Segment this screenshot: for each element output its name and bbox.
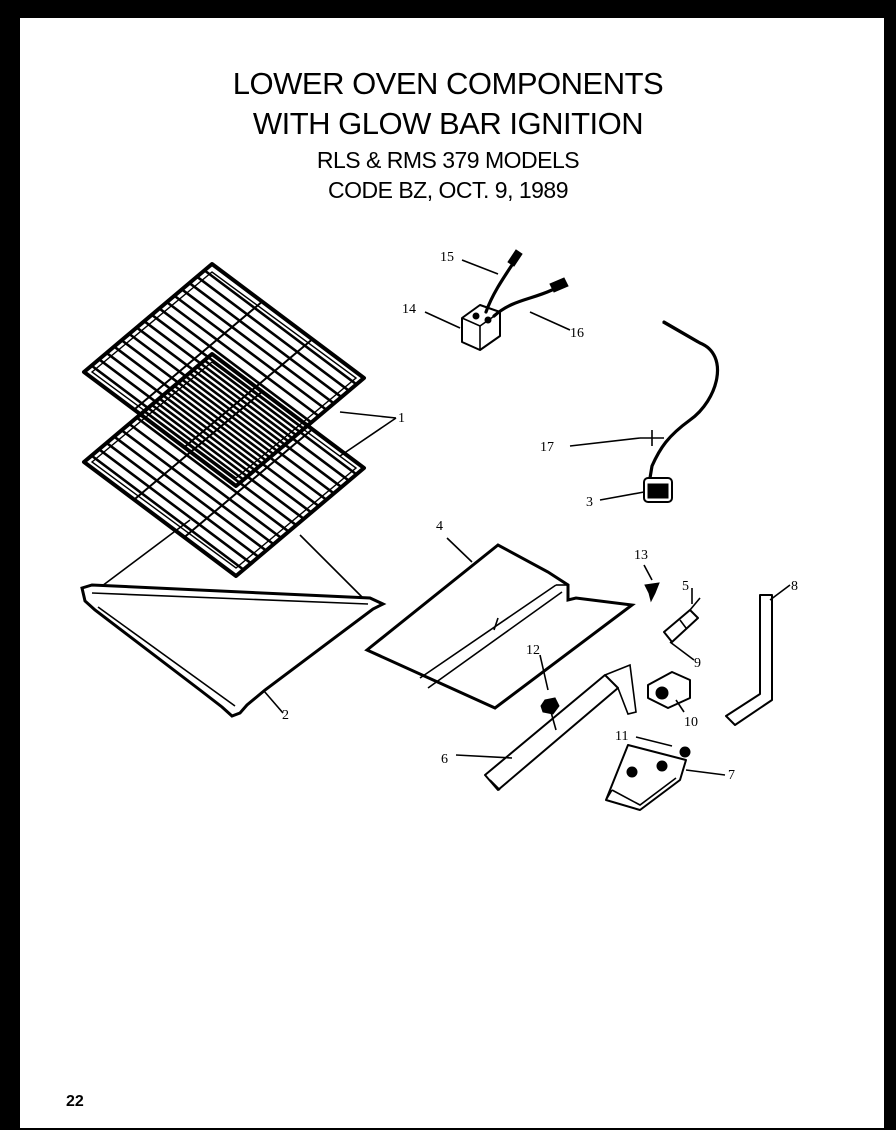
callout-3: 3 [586,495,593,510]
callout-11: 11 [615,729,628,744]
callout-6: 6 [441,752,448,767]
oven-rack-upper [82,262,366,488]
callout-2: 2 [282,708,289,723]
igniter-bracket [647,671,691,709]
callout-14: 14 [402,302,416,317]
page-number: 22 [66,1093,84,1110]
callout-10: 10 [684,715,698,730]
leader-lines [263,259,791,776]
diagram-title-line-2: WITH GLOW BAR IGNITION [252,106,644,141]
callout-8: 8 [791,579,798,594]
diagram-subtitle-models: RLS & RMS 379 MODELS [316,147,580,173]
callout-4: 4 [436,519,443,534]
callout-16: 16 [570,326,584,341]
oven-racks [82,262,366,578]
safety-valve [644,582,701,643]
callout-9: 9 [694,656,701,671]
terminal-block [461,249,569,351]
oven-burner [484,663,637,791]
diagram-title-line-1: LOWER OVEN COMPONENTS [232,66,664,101]
vent-tube [725,594,773,726]
callout-5: 5 [682,579,689,594]
diagram-subtitle-code: CODE BZ, OCT. 9, 1989 [327,177,569,203]
callout-12: 12 [526,643,540,658]
burner-baffle [364,543,636,710]
ignition-control [605,744,691,811]
page-sheet [20,18,884,1128]
callout-1: 1 [398,411,405,426]
callout-15: 15 [440,250,454,265]
callout-17: 17 [540,440,554,455]
callout-7: 7 [728,768,735,783]
oven-rack-lower [82,352,366,578]
glow-bar-igniter [640,320,719,503]
oven-bottom-pan [80,519,387,718]
callout-13: 13 [634,548,648,563]
